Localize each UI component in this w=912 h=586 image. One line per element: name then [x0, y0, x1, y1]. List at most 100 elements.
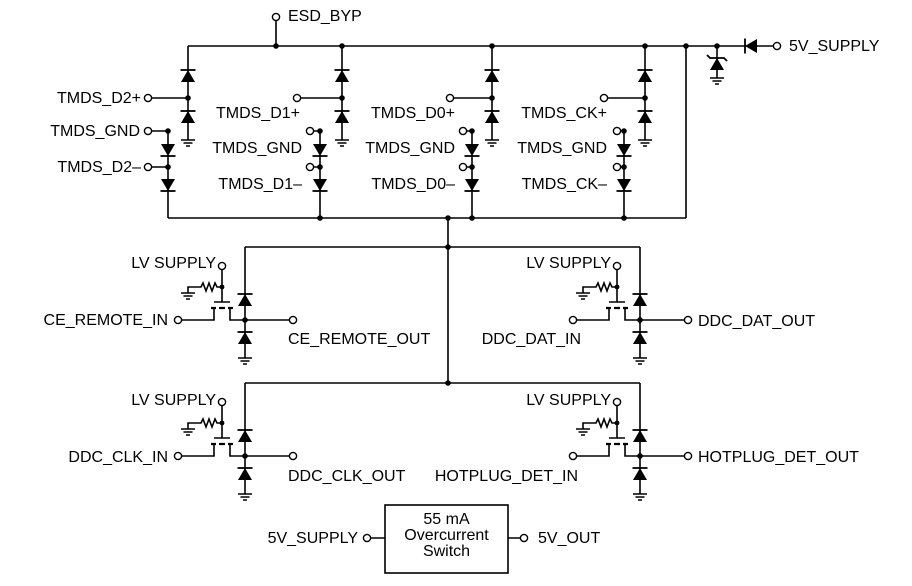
junction-dot [469, 215, 475, 221]
junction-dot [621, 128, 627, 134]
pair-wiring [607, 46, 646, 218]
input-terminal [568, 315, 578, 325]
minus-terminal [143, 162, 153, 172]
esd-diode [636, 110, 654, 124]
junction-dot [469, 128, 475, 134]
esd-diode [333, 110, 351, 124]
plus-terminal [599, 93, 609, 103]
zener-diode [706, 54, 728, 71]
input-terminal [173, 315, 183, 325]
input-terminal [173, 451, 183, 461]
junction-dot [445, 244, 451, 250]
channel-ddc-clk [173, 383, 298, 501]
ddc-dat-in-label: DDC_DAT_IN [482, 331, 581, 348]
esd-diode [159, 143, 177, 157]
junction-dot [469, 164, 475, 170]
tmds-d1-pair: TMDS_D1+ TMDS_GND TMDS_D1– [212, 43, 351, 221]
gnd-label: TMDS_GND [212, 140, 302, 157]
plus-terminal [292, 93, 302, 103]
channel-ddc-dat [568, 247, 693, 365]
junction-dot [621, 164, 627, 170]
hotplug-det-out-label: HOTPLUG_DET_OUT [698, 449, 859, 466]
supply-diode [744, 37, 758, 55]
ground-symbol [637, 139, 653, 147]
input-terminal [568, 451, 578, 461]
junction-dot [614, 420, 620, 426]
5v-supply-label: 5V_SUPPLY [789, 38, 880, 55]
junction-dot [317, 215, 323, 221]
junction-dot [242, 453, 248, 459]
esd-diode [615, 178, 633, 192]
gnd-terminal [458, 126, 468, 136]
esd-diode [236, 293, 254, 307]
plus-terminal [445, 93, 455, 103]
lv-supply-terminal [217, 397, 227, 407]
esd-diode [631, 293, 649, 307]
junction-dot [445, 380, 451, 386]
esd-diode [463, 178, 481, 192]
minus-terminal [458, 162, 468, 172]
gnd-label: TMDS_GND [517, 140, 607, 157]
esd-diode [483, 69, 501, 83]
junction-dot [165, 164, 171, 170]
esd-diode [631, 331, 649, 345]
junction-dot [621, 215, 627, 221]
lv-supply-label: LV SUPPLY [131, 255, 216, 272]
esd-byp-terminal [271, 12, 281, 22]
output-terminal [288, 451, 298, 461]
switch-output-terminal [519, 533, 529, 543]
esd-diode [463, 143, 481, 157]
junction-dot [219, 420, 225, 426]
esd-diode [179, 110, 197, 124]
channel-ce-remote [173, 247, 298, 365]
esd-diode [159, 178, 177, 192]
junction-dot [614, 284, 620, 290]
junction-dot [242, 317, 248, 323]
esd-diode [311, 178, 329, 192]
junction-dot [683, 43, 689, 49]
tmds-d2-pair: TMDS_D2+ TMDS_GND TMDS_D2– [50, 46, 197, 218]
ground-symbol [237, 493, 253, 501]
esd-diode [631, 429, 649, 443]
esd-diode [236, 429, 254, 443]
pair-wiring [151, 46, 189, 218]
switch-output-label: 5V_OUT [538, 530, 600, 547]
ddc-dat-out-label: DDC_DAT_OUT [698, 313, 815, 330]
junction-dot [339, 95, 345, 101]
minus-terminal [612, 162, 622, 172]
plus-label: TMDS_D1+ [216, 105, 300, 122]
output-terminal [683, 451, 693, 461]
lv-supply-terminal [217, 261, 227, 271]
esd-diode [236, 331, 254, 345]
lv-supply-label: LV SUPPLY [526, 255, 611, 272]
esd-diode [615, 143, 633, 157]
switch-box [384, 504, 509, 574]
plus-label: TMDS_D2+ [57, 90, 141, 107]
lv-supply-label: LV SUPPLY [526, 392, 611, 409]
pair-wiring [300, 46, 343, 218]
gnd-label: TMDS_GND [50, 123, 140, 140]
switch-input-terminal [362, 533, 372, 543]
junction-dot [219, 284, 225, 290]
junction-dot [273, 43, 279, 49]
lv-supply-label: LV SUPPLY [131, 392, 216, 409]
ground-symbol [575, 292, 591, 300]
ground-symbol [484, 139, 500, 147]
pair-wiring [453, 46, 493, 218]
ground-symbol [632, 493, 648, 501]
plus-terminal [143, 93, 153, 103]
tmds-d0-pair: TMDS_D0+ TMDS_GND TMDS_D0– [365, 43, 501, 221]
junction-dot [714, 43, 720, 49]
esd-rail [168, 20, 774, 219]
junction-dot [317, 164, 323, 170]
ce-remote-in-label: CE_REMOTE_IN [44, 312, 168, 329]
overcurrent-switch: 55 mA Overcurrent Switch 5V_SUPPLY 5V_OU… [268, 504, 600, 574]
rail-wiring [245, 218, 640, 384]
esd-byp-label: ESD_BYP [288, 8, 362, 25]
minus-label: TMDS_CK– [522, 176, 607, 193]
ground-symbol [180, 428, 196, 436]
junction-dot [642, 95, 648, 101]
junction-dot [489, 95, 495, 101]
gnd-terminal [612, 126, 622, 136]
